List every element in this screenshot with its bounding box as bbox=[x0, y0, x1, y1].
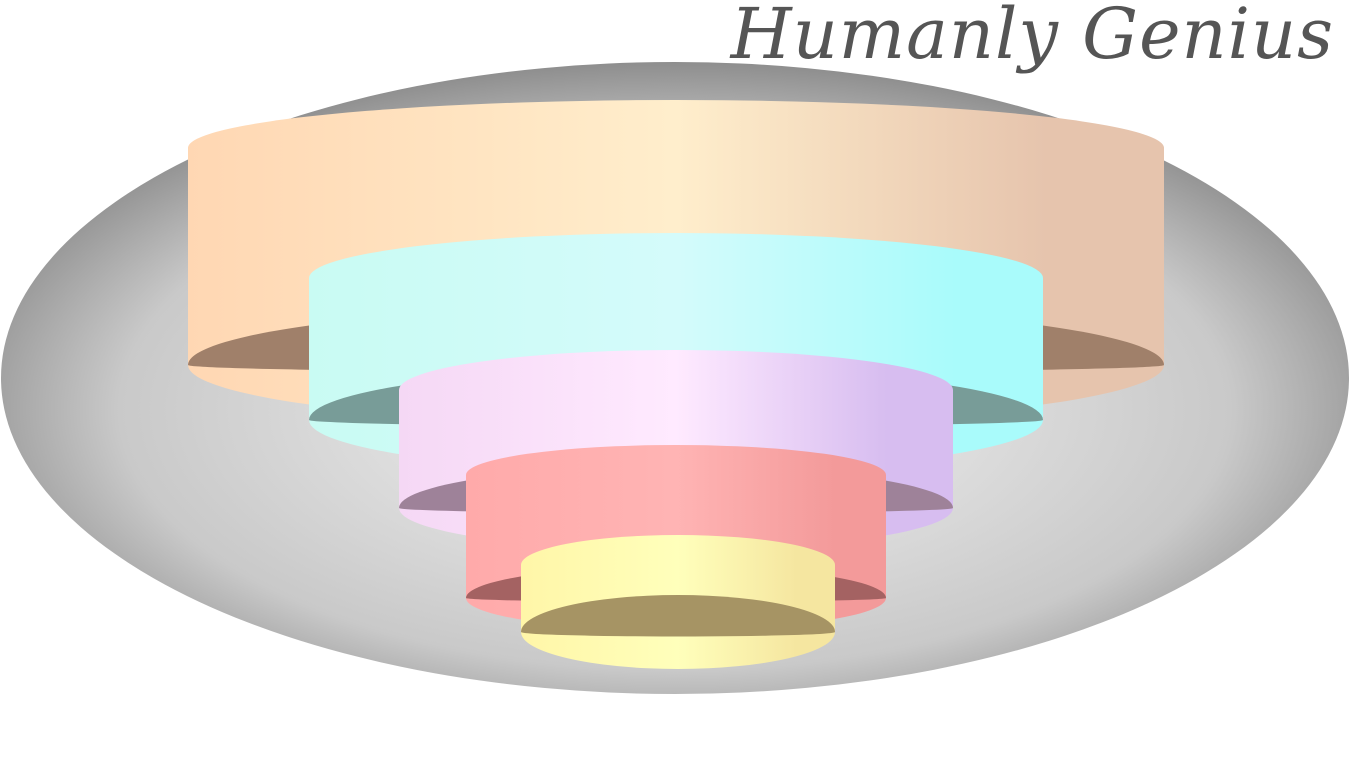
layer-5 bbox=[521, 535, 835, 669]
layer-5-top bbox=[521, 595, 835, 637]
diagram-title: Humanly Genius bbox=[730, 0, 1334, 75]
